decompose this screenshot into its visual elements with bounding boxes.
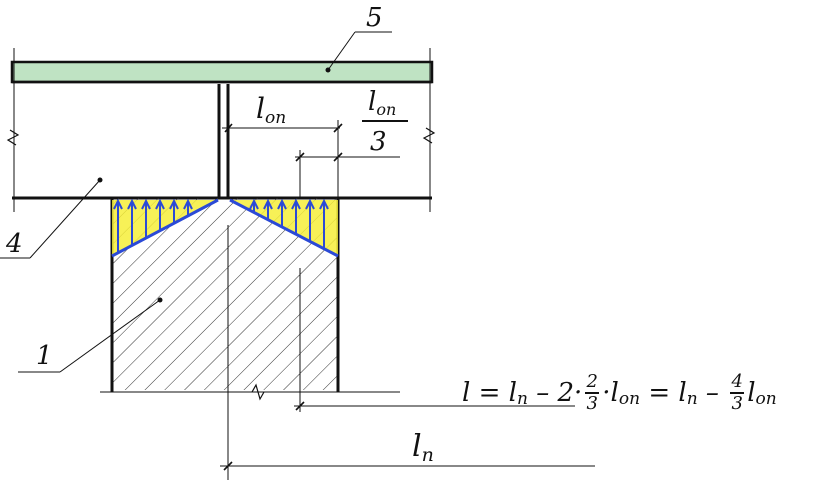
- formula-eq1: =: [470, 378, 509, 408]
- pressure-edge-left: [111, 198, 219, 258]
- pressure-arrows-left: [113, 198, 193, 253]
- label-lop3-den: 3: [370, 127, 387, 157]
- pressure-arrow-right-head: [263, 198, 273, 210]
- formula-t1-sub: п: [516, 389, 528, 409]
- leader-1: [59, 299, 161, 373]
- formula-t2: l: [610, 378, 619, 408]
- pressure-arrow-right-head: [249, 198, 259, 210]
- label-5: 5: [366, 3, 383, 33]
- formula-minus2: –: [697, 378, 728, 408]
- leader-1-dot: [157, 297, 163, 303]
- formula-t3: l: [678, 378, 687, 408]
- formula-dot: ·: [602, 378, 611, 408]
- pressure-arrow-left-head: [169, 198, 179, 210]
- formula-minus1: – 2·: [527, 378, 583, 408]
- dim-lop3-tick-left: [295, 152, 305, 162]
- formula-t4-sub: оп: [755, 389, 777, 409]
- pressure-arrow-right-head: [277, 198, 287, 210]
- dim-lop3-tick-right: [333, 152, 343, 162]
- pressure-arrow-left-head: [183, 198, 193, 210]
- formula-t3-sub: п: [686, 389, 698, 409]
- formula-t1: l: [508, 378, 517, 408]
- leader-4: [29, 179, 101, 259]
- pressure-arrow-left-head: [141, 198, 151, 210]
- top-slab: [10, 60, 434, 84]
- pressure-arrow-left-head: [155, 198, 165, 210]
- formula-frac1-den: 3: [586, 393, 598, 414]
- leader-5-dot: [325, 67, 331, 73]
- pressure-arrows-right: [249, 198, 329, 249]
- dim-lop-tick-right: [333, 123, 343, 133]
- formula-lhs: l: [462, 378, 471, 408]
- formula-t2-sub: оп: [618, 389, 641, 409]
- leader-4-dot: [97, 177, 103, 183]
- label-lop: lоп: [256, 92, 286, 128]
- left-break-mark: [6, 129, 20, 146]
- leader-5: [327, 31, 356, 71]
- formula-eq2: =: [640, 378, 679, 408]
- formula-frac2: 4 3: [730, 371, 745, 414]
- pressure-arrow-left-head: [127, 198, 137, 210]
- pressure-edge-right: [229, 198, 339, 258]
- label-1: 1: [36, 341, 53, 371]
- dim-lop-tick-left: [224, 123, 233, 133]
- pressure-arrow-right-head: [305, 198, 315, 210]
- dim-ln-tick: [223, 461, 233, 471]
- formula-frac1: 2 3: [585, 371, 600, 414]
- formula-frac1-num: 2: [586, 371, 598, 392]
- label-4: 4: [5, 229, 23, 259]
- formula-frac2-num: 4: [731, 371, 743, 392]
- formula-t4: l: [747, 378, 756, 408]
- pressure-arrow-left-head: [113, 198, 123, 210]
- column-break-mark: [251, 383, 265, 401]
- pressure-arrow-right-head: [319, 198, 329, 210]
- label-lop3-num: lоп: [368, 87, 396, 119]
- right-break-mark: [422, 127, 436, 144]
- label-ln: lп: [412, 429, 434, 466]
- dim-l-tick: [295, 401, 305, 411]
- pressure-arrow-right-head: [291, 198, 301, 210]
- formula-frac2-den: 3: [731, 393, 743, 414]
